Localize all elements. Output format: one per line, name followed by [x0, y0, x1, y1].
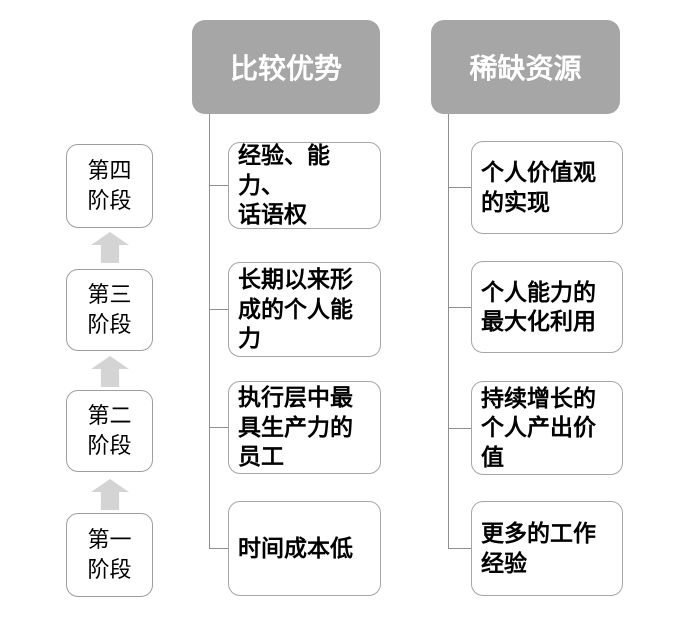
column-header-comparative-advantage: 比较优势	[192, 20, 380, 114]
branch-line	[209, 427, 228, 428]
item-box-most-productive-employee: 执行层中最 具生产力的 员工	[228, 381, 381, 474]
up-arrow-icon	[91, 232, 129, 263]
stage-box-2: 第二 阶段	[66, 390, 153, 472]
branch-line	[448, 428, 471, 429]
branch-line	[448, 307, 471, 308]
item-box-maximize-personal-ability: 个人能力的 最大化利用	[471, 261, 623, 353]
item-box-low-time-cost: 时间成本低	[228, 501, 381, 596]
branch-line	[448, 187, 471, 188]
item-box-growing-personal-output-value: 持续增长的 个人产出价 值	[471, 381, 623, 475]
connector-line	[448, 114, 449, 548]
item-box-personal-values-realization: 个人价值观 的实现	[471, 141, 623, 234]
branch-line	[209, 548, 228, 549]
stage-box-1: 第一 阶段	[66, 513, 153, 597]
branch-line	[209, 185, 228, 186]
column-header-scarce-resources: 稀缺资源	[431, 20, 620, 114]
stage-box-4: 第四 阶段	[66, 144, 153, 228]
branch-line	[209, 309, 228, 310]
connector-line	[209, 114, 210, 548]
up-arrow-icon	[91, 479, 129, 510]
item-box-more-work-experience: 更多的工作 经验	[471, 501, 623, 596]
item-box-long-term-personal-ability: 长期以来形 成的个人能 力	[228, 262, 381, 357]
up-arrow-icon	[91, 356, 129, 387]
branch-line	[448, 548, 471, 549]
stage-box-3: 第三 阶段	[66, 269, 153, 351]
item-box-experience-ability-voice: 经验、能力、 话语权	[228, 142, 381, 229]
